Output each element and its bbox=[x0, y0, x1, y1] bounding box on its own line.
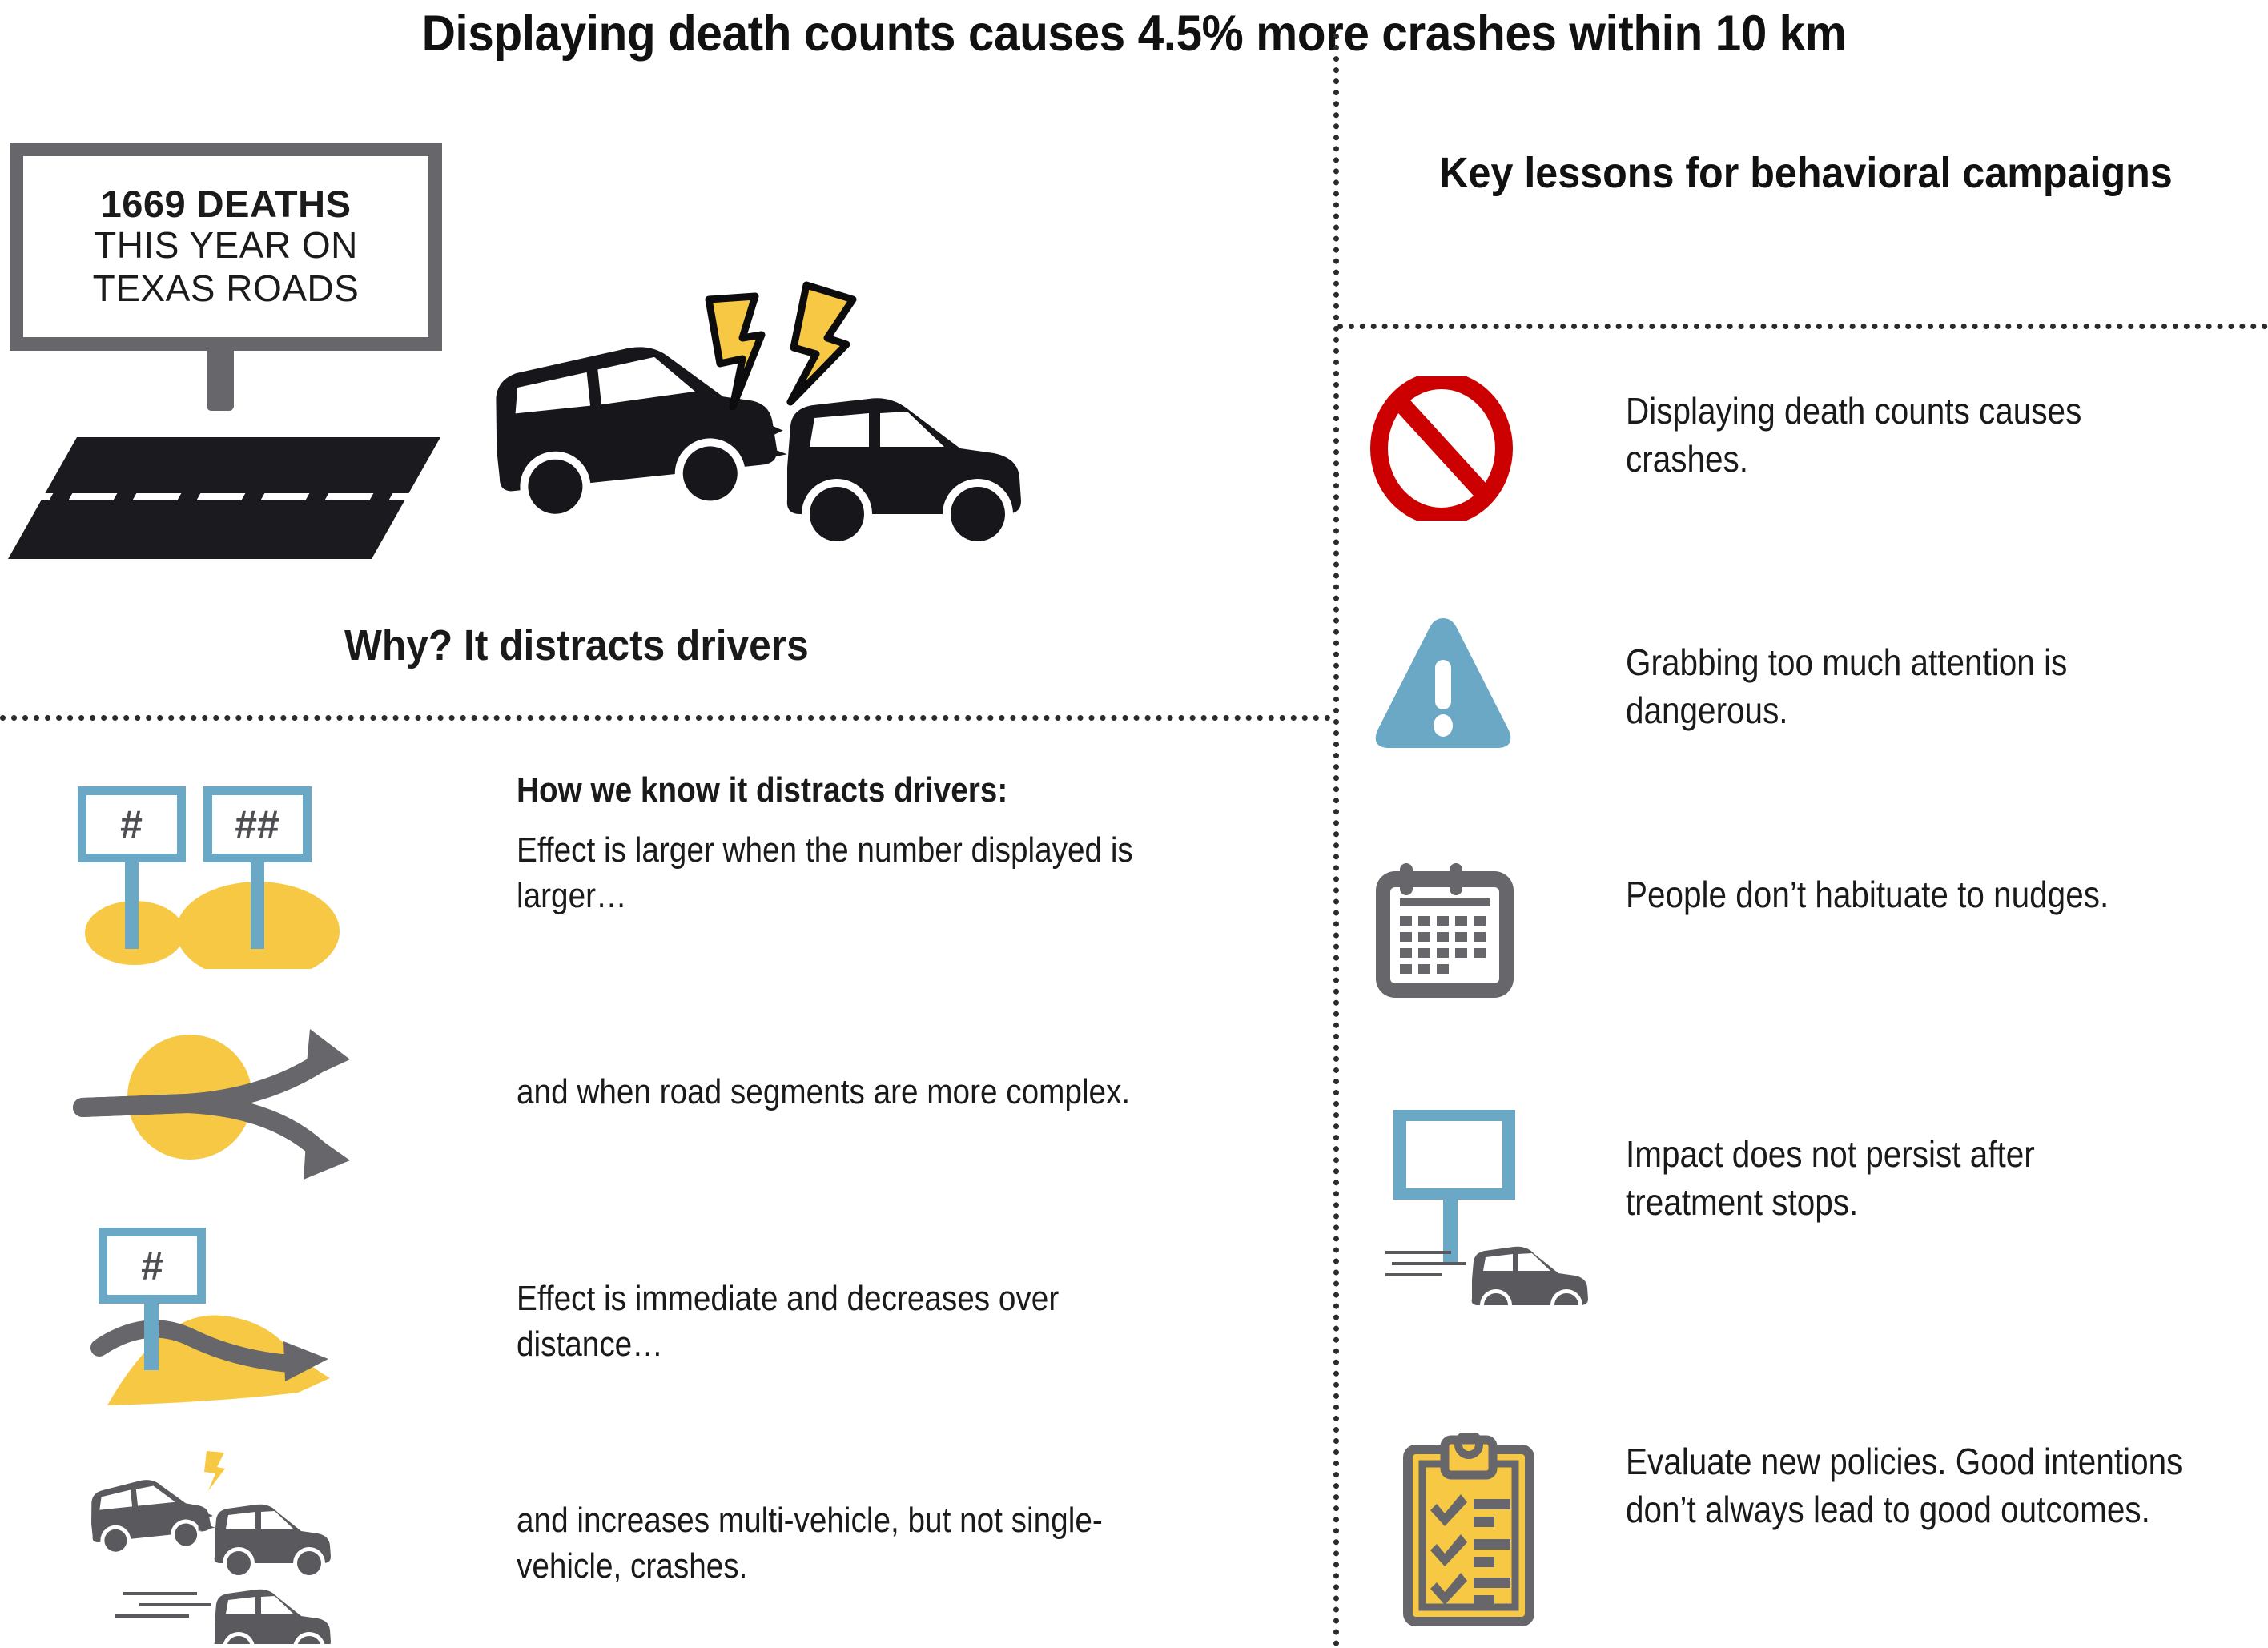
left-list-item: # Effect is immediate and decreases over… bbox=[0, 1221, 1329, 1445]
left-list-item-text: Effect is immediate and decreases over d… bbox=[517, 1279, 1060, 1365]
vertical-divider bbox=[1333, 34, 1339, 1647]
svg-text:#: # bbox=[141, 1244, 163, 1288]
left-list-item: and when road segments are more complex. bbox=[0, 1013, 1329, 1221]
sign-with-decaying-effect-curve-icon: # bbox=[58, 1221, 394, 1445]
left-list-item-text: Effect is larger when the number display… bbox=[517, 830, 1133, 916]
prohibition-no-entry-icon bbox=[1369, 372, 1514, 525]
svg-text:##: ## bbox=[235, 802, 279, 847]
right-horizontal-divider bbox=[1337, 324, 2268, 329]
svg-text:#: # bbox=[120, 802, 143, 847]
clipboard-checklist-icon bbox=[1403, 1430, 1563, 1636]
right-list-item: Impact does not persist after treatment … bbox=[1361, 1105, 2266, 1321]
texas-roads-billboard: 1669 DEATHS THIS YEAR ON TEXAS ROADS bbox=[10, 143, 442, 351]
left-list-item: and increases multi-vehicle, but not sin… bbox=[0, 1448, 1329, 1648]
multi-vehicle-vs-single-vehicle-crash-icon bbox=[54, 1448, 399, 1648]
right-list-item-text: Impact does not persist after treatment … bbox=[1626, 1133, 2035, 1223]
right-panel-title: Key lessons for behavioral campaigns bbox=[1439, 149, 2173, 197]
right-list-item: Grabbing too much attention is dangerous… bbox=[1361, 613, 2266, 798]
warning-triangle-exclamation-icon bbox=[1371, 613, 1515, 758]
how-we-know-heading: How we know it distracts drivers: bbox=[517, 770, 1008, 810]
billboard-line-2: THIS YEAR ON bbox=[94, 224, 358, 267]
right-list-item-text: Grabbing too much attention is dangerous… bbox=[1626, 641, 2068, 731]
left-horizontal-divider bbox=[0, 715, 1331, 721]
right-list-item: Displaying death counts causes crashes. bbox=[1361, 372, 2266, 561]
page-title: Displaying death counts causes 4.5% more… bbox=[421, 6, 1847, 62]
billboard-post bbox=[207, 351, 234, 411]
billboard-face: 1669 DEATHS THIS YEAR ON TEXAS ROADS bbox=[31, 164, 420, 329]
two-signs-with-hash-counts-icon: # ## bbox=[48, 781, 400, 981]
left-list-item-text: and increases multi-vehicle, but not sin… bbox=[517, 1501, 1103, 1586]
road-slab-icon bbox=[4, 437, 440, 559]
right-list-item-text: Evaluate new policies. Good intentions d… bbox=[1626, 1441, 2183, 1530]
two-car-crash-icon bbox=[477, 264, 1125, 585]
right-list-item-text: People don’t habituate to nudges. bbox=[1626, 874, 2109, 915]
billboard-line-1: 1669 DEATHS bbox=[100, 182, 352, 225]
billboard-line-3: TEXAS ROADS bbox=[92, 267, 360, 309]
forking-road-complexity-icon bbox=[68, 1013, 404, 1217]
left-list-item: # ## Effect is larger when the number di… bbox=[0, 781, 1329, 981]
right-list-item: Evaluate new policies. Good intentions d… bbox=[1361, 1430, 2266, 1642]
right-list-item: People don’t habituate to nudges. bbox=[1361, 857, 2266, 1041]
left-list-item-text: and when road segments are more complex. bbox=[517, 1072, 1131, 1111]
blank-billboard-with-car-icon bbox=[1385, 1105, 1634, 1321]
right-list-item-text: Displaying death counts causes crashes. bbox=[1626, 390, 2082, 480]
lightning-bolt-icon bbox=[705, 281, 857, 411]
calendar-icon bbox=[1373, 857, 1517, 1005]
why-heading: Why? It distracts drivers bbox=[344, 621, 809, 669]
